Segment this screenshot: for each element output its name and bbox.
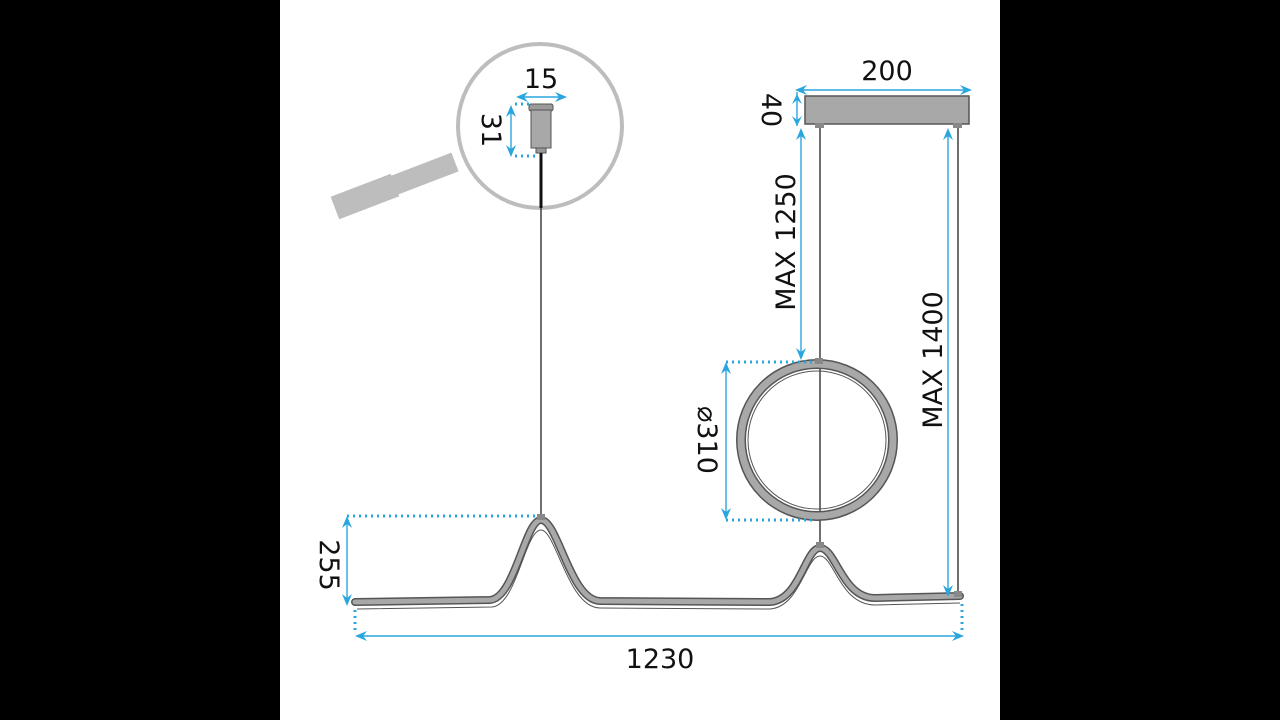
ceiling-canopy	[804, 95, 970, 125]
canopy-width-label: 200	[861, 56, 913, 87]
wave-height-label: 255	[313, 539, 344, 591]
cable-max-1400-label: MAX 1400	[918, 291, 949, 429]
cable-mount	[530, 109, 552, 149]
magnifier-detail: 15 31	[330, 42, 624, 220]
canopy-height-label: 40	[755, 93, 786, 127]
cable-max-1250-label: MAX 1250	[771, 173, 802, 311]
diagram-svg: 15 31 200 40 MAX 1250 MAX 1400 ⌀310	[313, 42, 972, 675]
wave-lamp-bar	[351, 516, 964, 606]
lamp-dimension-diagram: 15 31 200 40 MAX 1250 MAX 1400 ⌀310	[280, 0, 1000, 720]
mount-height-label: 31	[475, 113, 506, 147]
ring-diameter-label: ⌀310	[691, 406, 722, 474]
total-length-label: 1230	[626, 644, 695, 675]
mount-width-label: 15	[524, 64, 558, 95]
